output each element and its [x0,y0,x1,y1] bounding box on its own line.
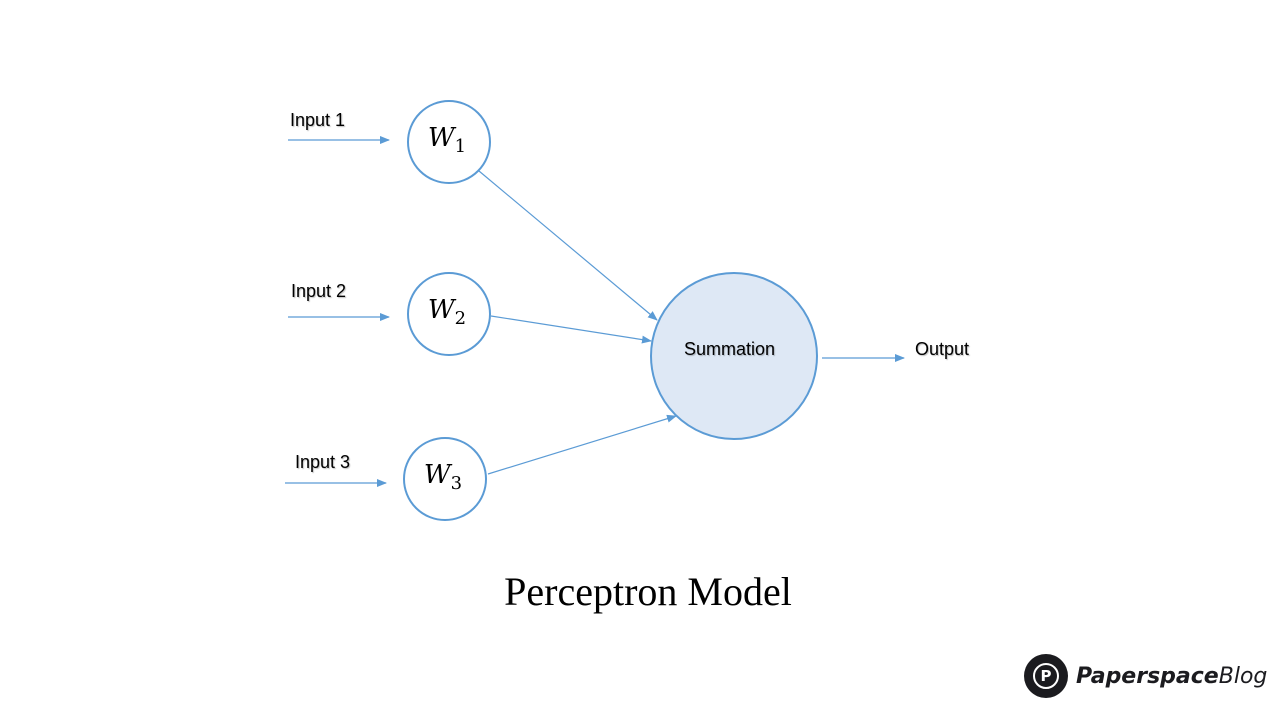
paperspace-logo: P PaperspaceBlog [1024,654,1267,698]
weight-3-node [403,437,487,521]
paperspace-logo-icon: P [1024,654,1068,698]
output-label: Output [915,339,970,359]
diagram-title: Perceptron Model [504,569,792,614]
weight-3-label: W3 [423,460,463,494]
input-1-label: Input 1 [290,110,346,130]
weight-3-edge [487,414,677,475]
weight-1-edge [478,170,658,321]
summation-node [650,272,818,440]
weight-1-node [407,100,491,184]
weight-2-edge [490,315,652,344]
weight-2-label: W2 [427,295,467,329]
logo-text: PaperspaceBlog [1076,663,1268,689]
input-3-label: Input 3 [295,452,351,472]
input-2-label: Input 2 [291,281,347,301]
weight-1-label: W1 [427,123,467,157]
summation-label: Summation [684,339,776,359]
weight-2-node [407,272,491,356]
